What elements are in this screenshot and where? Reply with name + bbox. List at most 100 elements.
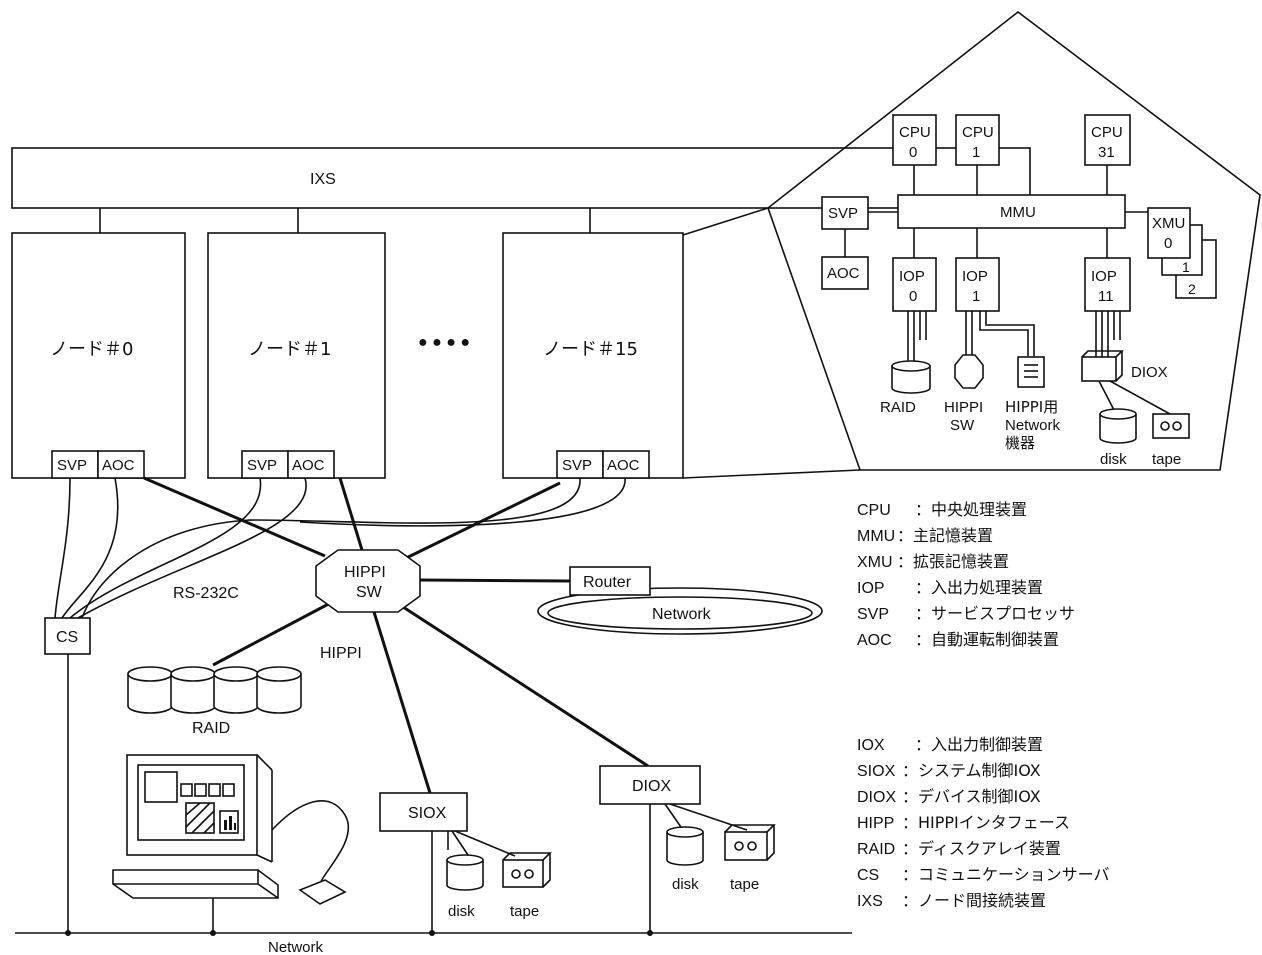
node-detail-pentagon: CPU 0 CPU 1 CPU 31 MMU SVP AOC XMU 0 1 2	[683, 12, 1260, 478]
hippi-net-label-1: HIPPI用	[1005, 398, 1058, 416]
legend-bottom: IOX ：入出力制御装置 SIOX ：システム制御IOX DIOX ：デバイス制…	[857, 735, 1110, 910]
iop-1-index: 1	[972, 288, 980, 305]
diox-label: DIOX	[632, 778, 671, 795]
network-ring-label: Network	[652, 606, 712, 623]
hippi-switch: HIPPI SW	[316, 550, 420, 612]
node-0-label: ノード＃0	[50, 339, 133, 360]
legend-abbr: CPU	[857, 502, 891, 519]
detail-hippi-sw-label-1: HIPPI	[944, 399, 983, 416]
legend-desc: ：拡張記憶装置	[897, 552, 1009, 571]
cpu-0-label: CPU	[899, 124, 931, 141]
siox-tape-label: tape	[510, 903, 539, 920]
legend-desc: ：HIPPIインタフェース	[902, 813, 1070, 832]
detail-diox-label: DIOX	[1131, 364, 1168, 381]
legend-top: CPU ：中央処理装置 MMU ：主記憶装置 XMU ：拡張記憶装置 IOP ：…	[857, 500, 1075, 649]
diox-disk-label: disk	[672, 876, 699, 893]
detail-hippi-sw-icon	[955, 355, 983, 388]
node-1-label: ノード＃1	[248, 339, 331, 360]
iop-0-index: 0	[909, 288, 917, 305]
diox-unit: DIOX disk tape	[600, 766, 774, 933]
siox-disk-label: disk	[448, 903, 475, 920]
node-0-aoc: AOC	[102, 457, 135, 474]
iop-0-label: IOP	[899, 268, 925, 285]
hippi-net-label-2: Network	[1005, 417, 1061, 434]
iop-11-label: IOP	[1091, 268, 1117, 285]
legend-abbr: RAID	[857, 841, 895, 858]
detail-diox-icon	[1082, 357, 1116, 381]
ixs-switch: IXS	[12, 148, 1030, 208]
legend-abbr: DIOX	[857, 789, 896, 806]
legend-abbr: IOX	[857, 737, 885, 754]
rs232c-label: RS-232C	[173, 585, 239, 602]
communication-server: CS	[45, 618, 90, 933]
iop-11-index: 11	[1098, 288, 1114, 305]
siox-unit: SIOX disk tape	[380, 793, 550, 933]
detail-tape-label: tape	[1152, 451, 1181, 468]
mmu-label: MMU	[1000, 204, 1036, 221]
legend-abbr: AOC	[857, 632, 892, 649]
diox-tape-label: tape	[730, 876, 759, 893]
cpu-1-label: CPU	[962, 124, 994, 141]
router-network: Router Network	[538, 567, 822, 634]
legend-abbr: SVP	[857, 606, 889, 623]
legend-desc: ：主記憶装置	[897, 526, 993, 545]
legend-desc: ：自動運転制御装置	[915, 630, 1059, 649]
detail-hippi-sw-label-2: SW	[950, 417, 975, 434]
iop-1-label: IOP	[962, 268, 988, 285]
detail-disk-label: disk	[1100, 451, 1127, 468]
legend-desc: ：入出力処理装置	[915, 578, 1043, 597]
node-15-aoc: AOC	[607, 457, 640, 474]
xmu-index: 0	[1164, 235, 1172, 252]
node-1-aoc: AOC	[292, 457, 325, 474]
detail-aoc-label: AOC	[827, 265, 860, 282]
legend-abbr: XMU	[857, 554, 893, 571]
xmu-2-index: 2	[1188, 281, 1196, 297]
xmu-1-index: 1	[1182, 259, 1190, 275]
ellipsis-dots: ● ● ● ●	[418, 334, 470, 351]
legend-desc: ：コミュニケーションサーバ	[902, 865, 1110, 884]
legend-desc: ：ノード間接続装置	[902, 891, 1046, 910]
legend-desc: ：システム制御IOX	[902, 761, 1041, 780]
legend-abbr: SIOX	[857, 763, 896, 780]
node-1: ノード＃1 SVP AOC	[208, 233, 385, 478]
workstation-icon	[113, 755, 348, 932]
raid-label: RAID	[192, 720, 230, 737]
cpu-0-index: 0	[909, 144, 917, 161]
bottom-network: Network	[15, 930, 852, 955]
node-15: ノード＃15 SVP AOC	[503, 233, 683, 478]
node-15-label: ノード＃15	[543, 339, 638, 360]
cpu-31-index: 31	[1098, 144, 1115, 161]
hippi-sw-label-1: HIPPI	[344, 564, 386, 581]
legend-desc: ：入出力制御装置	[915, 735, 1043, 754]
raid-array: RAID	[128, 667, 301, 737]
hippi-net-label-3: 機器	[1005, 434, 1035, 452]
hippi-sw-label-2: SW	[356, 584, 383, 601]
legend-abbr: IOP	[857, 580, 885, 597]
cpu-1-index: 1	[972, 144, 980, 161]
router-label: Router	[583, 574, 632, 591]
cpu-31-label: CPU	[1091, 124, 1123, 141]
hippi-label: HIPPI	[320, 645, 362, 662]
ixs-label: IXS	[310, 171, 336, 188]
detail-tape-icon	[1153, 414, 1189, 438]
legend-abbr: IXS	[857, 893, 883, 910]
legend-abbr: MMU	[857, 528, 895, 545]
legend-desc: ：ディスクアレイ装置	[902, 839, 1061, 858]
detail-svp-label: SVP	[828, 205, 858, 222]
node-1-svp: SVP	[247, 457, 277, 474]
legend-desc: ：デバイス制御IOX	[902, 787, 1041, 806]
node-15-svp: SVP	[562, 457, 592, 474]
legend-abbr: CS	[857, 867, 879, 884]
node-0: ノード＃0 SVP AOC	[12, 233, 185, 478]
hippi-network-device-icon	[1018, 357, 1044, 387]
legend-desc: ：サービスプロセッサ	[915, 604, 1075, 623]
legend-abbr: HIPP	[857, 815, 894, 832]
network-bottom-label: Network	[268, 939, 324, 955]
siox-label: SIOX	[408, 805, 447, 822]
legend-desc: ：中央処理装置	[915, 500, 1027, 519]
cs-label: CS	[56, 629, 78, 646]
detail-raid-label: RAID	[880, 399, 916, 416]
xmu-label: XMU	[1152, 215, 1185, 232]
node-0-svp: SVP	[57, 457, 87, 474]
